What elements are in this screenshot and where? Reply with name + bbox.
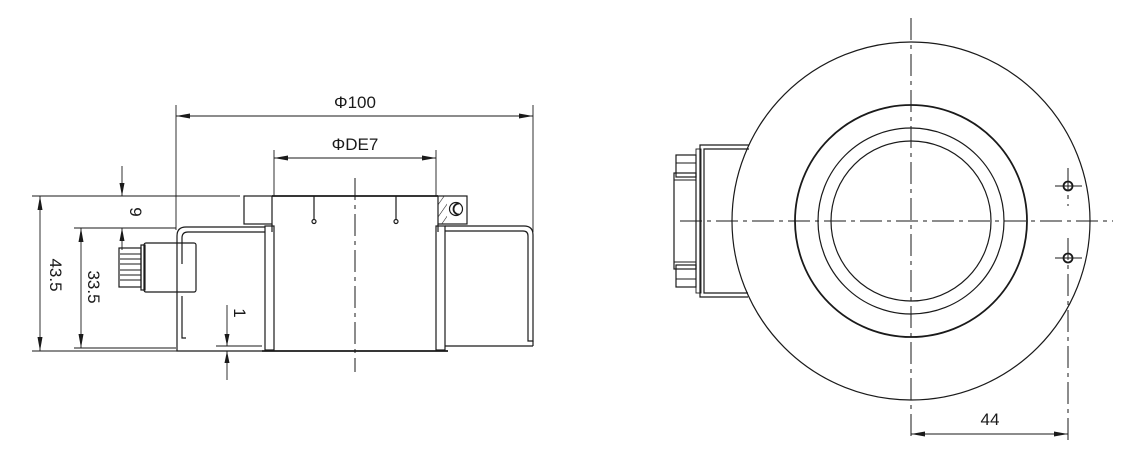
top-view: 44: [673, 18, 1113, 440]
outer-circle: [731, 41, 1091, 401]
side-section-view: Φ100 ΦDE7: [32, 93, 534, 380]
ring-middle: [817, 127, 1005, 315]
dimension-total-height: 43.5: [32, 195, 262, 352]
dimension-flange-offset: 9: [119, 166, 145, 250]
screw-icon: [448, 201, 464, 217]
right-housing: [445, 225, 534, 342]
left-housing: [176, 226, 265, 352]
dimension-outer-diameter: Φ100: [175, 93, 534, 232]
connector: [118, 242, 197, 293]
bore-circle: [830, 140, 992, 302]
dimension-bore-diameter: ΦDE7: [273, 135, 437, 196]
mounting-hole-bottom: [1055, 238, 1082, 440]
left-flange-block: [243, 195, 273, 225]
ring-outer: [794, 104, 1028, 338]
body-height-label: 33.5: [84, 270, 103, 303]
right-tube-wall: [435, 225, 446, 351]
dimension-body-height: 33.5: [74, 227, 176, 349]
mounting-hole-top: [1055, 168, 1082, 206]
left-tube-wall: [264, 225, 275, 351]
hole-offset-label: 44: [981, 410, 1000, 429]
dimension-bottom-gap: 1: [216, 305, 262, 380]
bore-diameter-label: ΦDE7: [332, 135, 379, 154]
dimension-hole-offset: 44: [911, 410, 1068, 437]
bottom-gap-label: 1: [230, 308, 249, 317]
top-connector: [673, 144, 749, 298]
total-height-label: 43.5: [46, 258, 65, 291]
outer-diameter-label: Φ100: [334, 93, 376, 112]
flange-offset-label: 9: [126, 207, 145, 216]
